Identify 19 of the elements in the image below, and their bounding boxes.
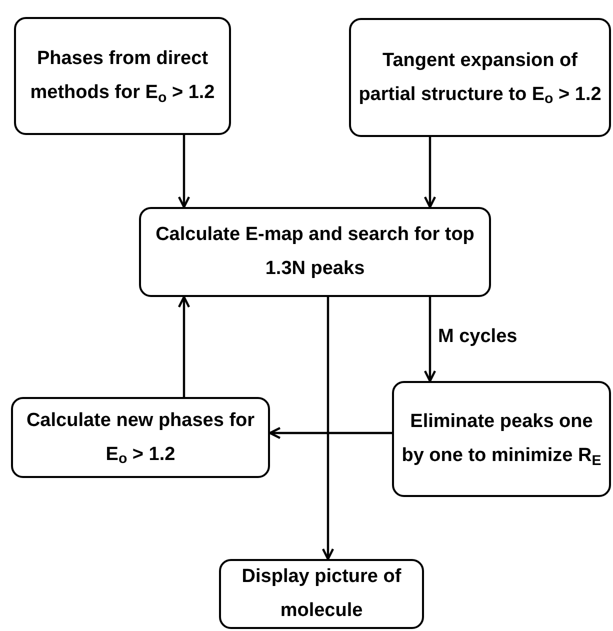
process-box	[139, 207, 491, 297]
process-box	[219, 559, 424, 629]
arrow	[424, 297, 436, 382]
box-text: Eliminate peaks one by one to minimize R$_{E}$	[400, 410, 602, 471]
process-box	[349, 18, 611, 137]
arrow	[178, 135, 190, 208]
box-text: Phases from direct methods for E$_{o}$ > 1.2	[29, 47, 216, 108]
process-box	[14, 17, 231, 135]
process-box	[392, 381, 611, 497]
arrow	[268, 426, 392, 440]
edge-label: M cycles	[438, 326, 518, 348]
arrow	[178, 296, 190, 397]
arrow	[322, 297, 334, 560]
box-text: Display picture of molecule	[240, 565, 402, 623]
box-text: Calculate E-map and search for top 1.3N peaks	[154, 223, 476, 281]
box-text: Tangent expansion of partial structure to E$_{o}$ > 1.2	[358, 48, 602, 110]
arrow	[424, 137, 436, 208]
process-box	[11, 397, 270, 478]
box-text: Calculate new phases for E$_{o}$ > 1.2	[25, 408, 256, 470]
